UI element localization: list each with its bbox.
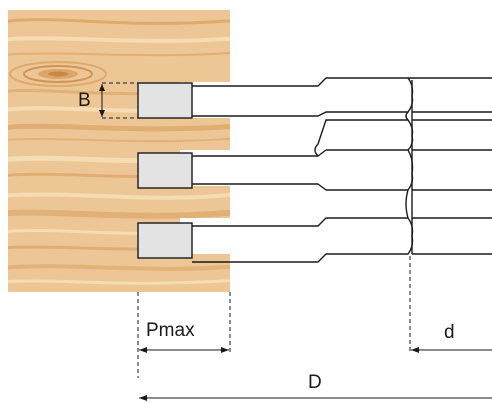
shaft-connectors bbox=[405, 111, 409, 219]
cutter-body bbox=[192, 77, 492, 263]
dimension-D: D bbox=[139, 372, 492, 401]
label-pmax: Pmax bbox=[146, 320, 195, 341]
label-b: B bbox=[78, 90, 91, 111]
cutter-tips bbox=[137, 82, 193, 259]
dimension-d: d bbox=[409, 256, 492, 353]
wood-knot bbox=[9, 61, 107, 87]
cutter-tip-bottom bbox=[137, 222, 193, 259]
wood-profile bbox=[8, 10, 230, 292]
top-shaft-outline bbox=[192, 77, 414, 117]
dimension-pmax: Pmax bbox=[137, 292, 231, 378]
label-d: d bbox=[444, 322, 455, 343]
label-D: D bbox=[308, 372, 322, 393]
spindle-lines bbox=[408, 77, 492, 255]
cutter-tip-top bbox=[137, 82, 193, 119]
wood-workpiece bbox=[8, 10, 230, 292]
dimension-b: B bbox=[78, 82, 138, 119]
cutter-tip-middle bbox=[137, 152, 193, 189]
